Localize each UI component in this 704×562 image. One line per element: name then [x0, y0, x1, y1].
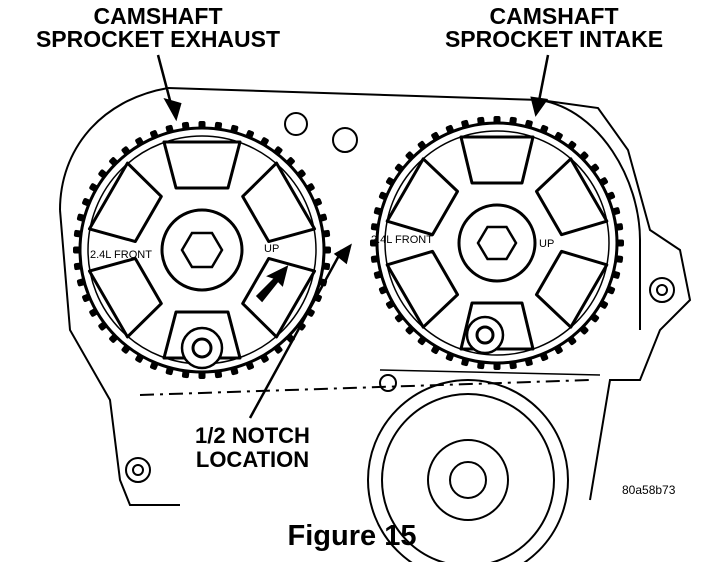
leader-lines: [156, 54, 550, 419]
exhaust-up-marking: UP: [264, 243, 279, 255]
intake-label-line1: CAMSHAFT: [489, 3, 619, 29]
figure-code: 80a58b73: [622, 483, 676, 497]
exhaust-label-line1: CAMSHAFT: [93, 3, 223, 29]
intake-front-marking: 2.4L FRONT: [371, 234, 433, 246]
notch-label-line1: 1/2 NOTCH: [195, 423, 310, 448]
figure-caption: Figure 15: [287, 520, 417, 552]
engine-housing: [59, 87, 692, 506]
notch-location-label: 1/2 NOTCH LOCATION: [165, 424, 340, 472]
intake-label-line2: SPROCKET INTAKE: [444, 26, 664, 52]
intake-up-marking: UP: [539, 238, 554, 250]
lower-pulley: [367, 379, 569, 562]
notch-label-line2: LOCATION: [195, 446, 310, 472]
exhaust-label-line2: SPROCKET EXHAUST: [35, 26, 281, 52]
exhaust-sprocket-label: CAMSHAFT SPROCKET EXHAUST: [8, 5, 308, 51]
exhaust-sprocket: 2.4L FRONT UP: [73, 121, 331, 379]
intake-sprocket-label: CAMSHAFT SPROCKET INTAKE: [418, 5, 690, 51]
exhaust-front-marking: 2.4L FRONT: [90, 249, 152, 261]
up-arrow-icon: [255, 265, 289, 303]
intake-sprocket: 2.4L FRONT UP: [370, 116, 624, 370]
